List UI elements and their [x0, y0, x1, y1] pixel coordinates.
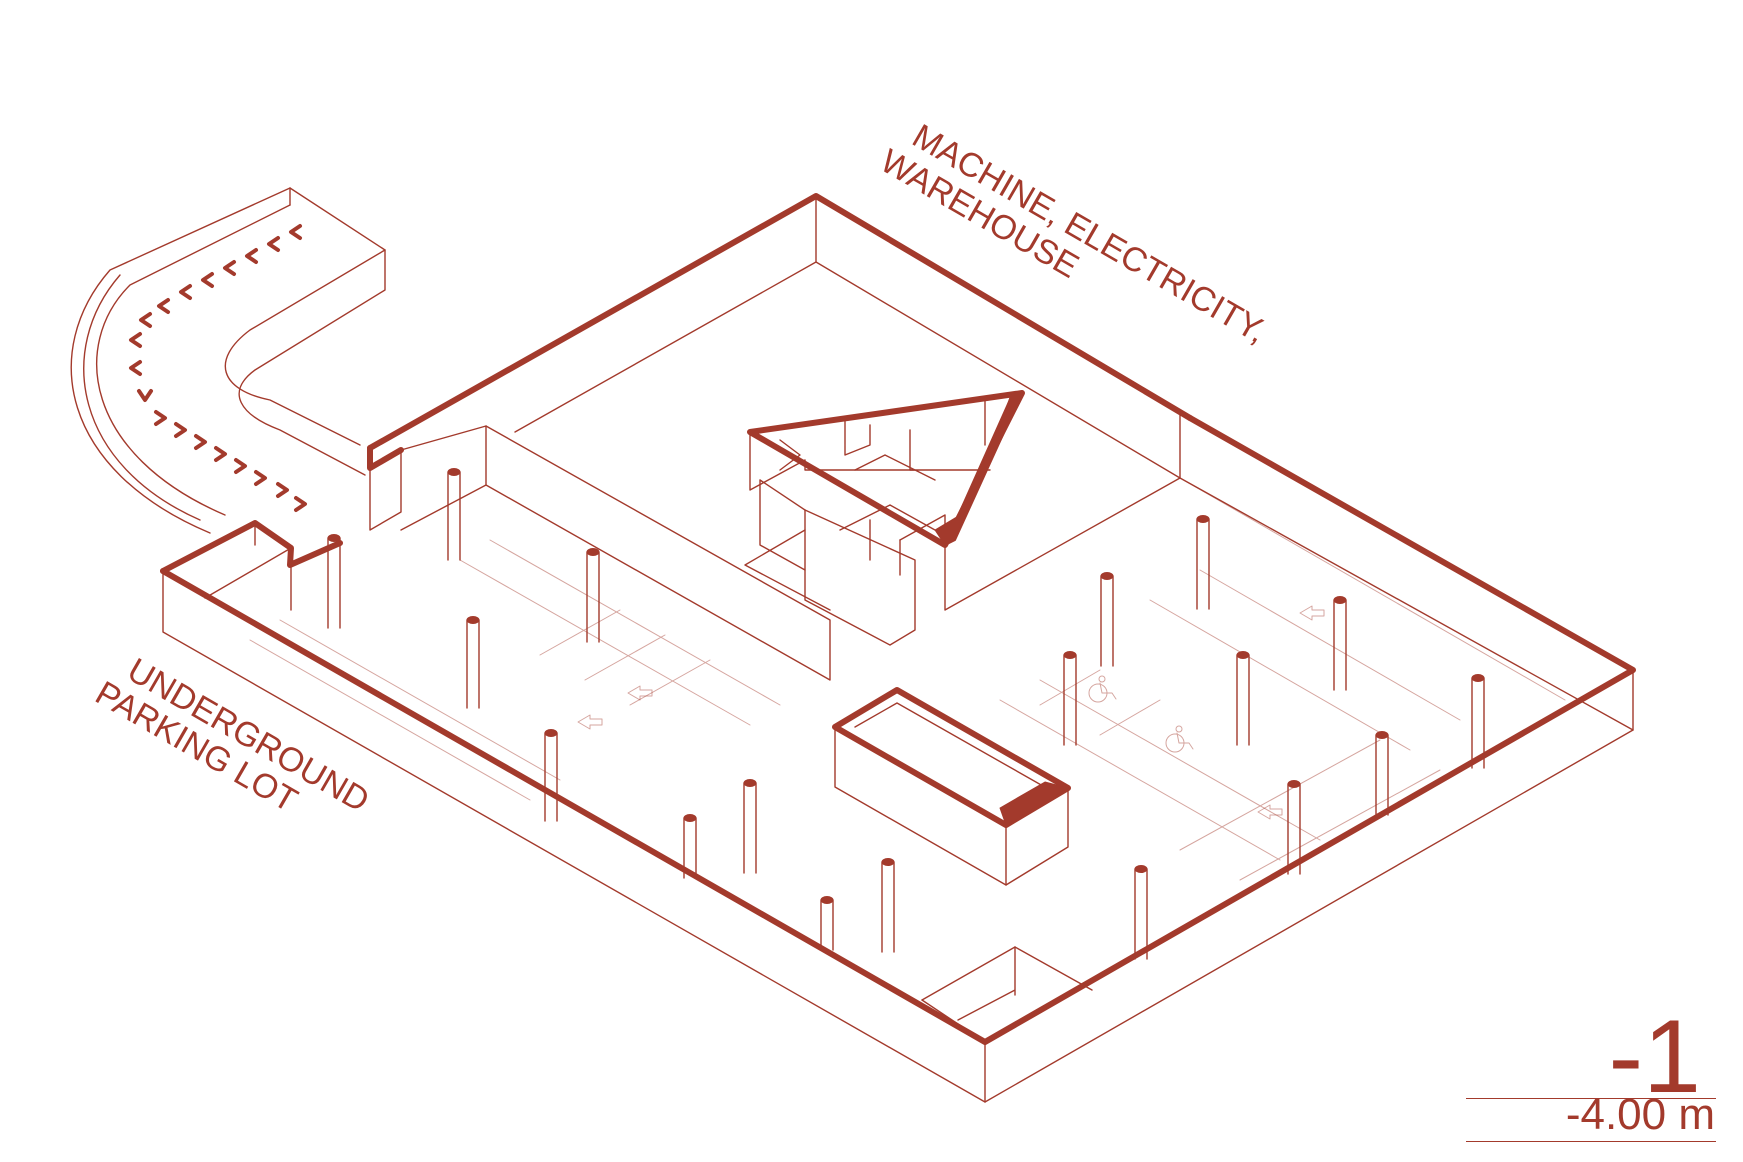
level-elevation: -4.00 m: [1565, 1090, 1715, 1139]
chevron-arrow-icon: [179, 284, 192, 300]
ramp-direction-chevrons: [129, 224, 307, 512]
column: [1134, 865, 1148, 960]
direction-arrow-icon: [627, 685, 653, 701]
chevron-arrow-icon: [276, 482, 289, 498]
direction-arrow-icon: [1299, 605, 1325, 621]
columns: [327, 468, 1485, 960]
stair-enclosure: [921, 946, 1093, 1043]
chevron-arrow-icon: [154, 410, 167, 426]
chevron-arrow-icon: [201, 272, 214, 288]
chevron-arrow-icon: [139, 312, 152, 328]
column: [1236, 651, 1250, 746]
level-divider: [1466, 1098, 1716, 1099]
accessible-spaces: [1088, 675, 1194, 753]
direction-arrow-icon: [577, 714, 603, 730]
chevron-arrow-icon: [174, 422, 187, 438]
level-underline: [1466, 1141, 1716, 1142]
storage-label-line1: MACHINE, ELECTRICITY,: [906, 117, 1273, 351]
chevron-arrow-icon: [289, 224, 302, 240]
chevron-arrow-icon: [234, 458, 247, 474]
parking-markings: [249, 539, 1461, 881]
direction-arrow-icon: [1257, 804, 1283, 820]
chevron-arrow-icon: [194, 434, 207, 450]
light-well: [832, 687, 1071, 886]
column: [1100, 572, 1114, 667]
entrance-ramp: [70, 187, 386, 534]
column: [881, 858, 895, 953]
column: [586, 548, 600, 643]
chevron-arrow-icon: [129, 360, 142, 376]
inner-walls: [369, 195, 1634, 731]
column: [1471, 674, 1485, 769]
level-number: -1: [1608, 999, 1701, 1115]
basement-outline: [160, 193, 1636, 1103]
column: [544, 729, 558, 822]
column: [743, 779, 757, 874]
column: [1333, 596, 1347, 691]
column: [327, 534, 341, 629]
column: [1063, 651, 1077, 746]
column: [1287, 780, 1301, 875]
column: [820, 896, 834, 951]
direction-arrows: [577, 605, 1325, 820]
column: [1196, 515, 1210, 610]
chevron-arrow-icon: [245, 248, 258, 264]
chevron-arrow-icon: [294, 496, 307, 512]
chevron-arrow-icon: [137, 389, 153, 402]
column: [466, 616, 480, 709]
chevron-arrow-icon: [129, 332, 142, 348]
wheelchair-icon: [1088, 675, 1117, 703]
chevron-arrow-icon: [267, 236, 280, 252]
triangular-core: [744, 390, 1025, 646]
chevron-arrow-icon: [157, 298, 170, 314]
chevron-arrow-icon: [214, 446, 227, 462]
column: [683, 814, 697, 879]
chevron-arrow-icon: [254, 470, 267, 486]
wheelchair-icon: [1165, 725, 1194, 753]
column: [447, 468, 461, 561]
chevron-arrow-icon: [223, 260, 236, 276]
column: [1375, 731, 1389, 816]
